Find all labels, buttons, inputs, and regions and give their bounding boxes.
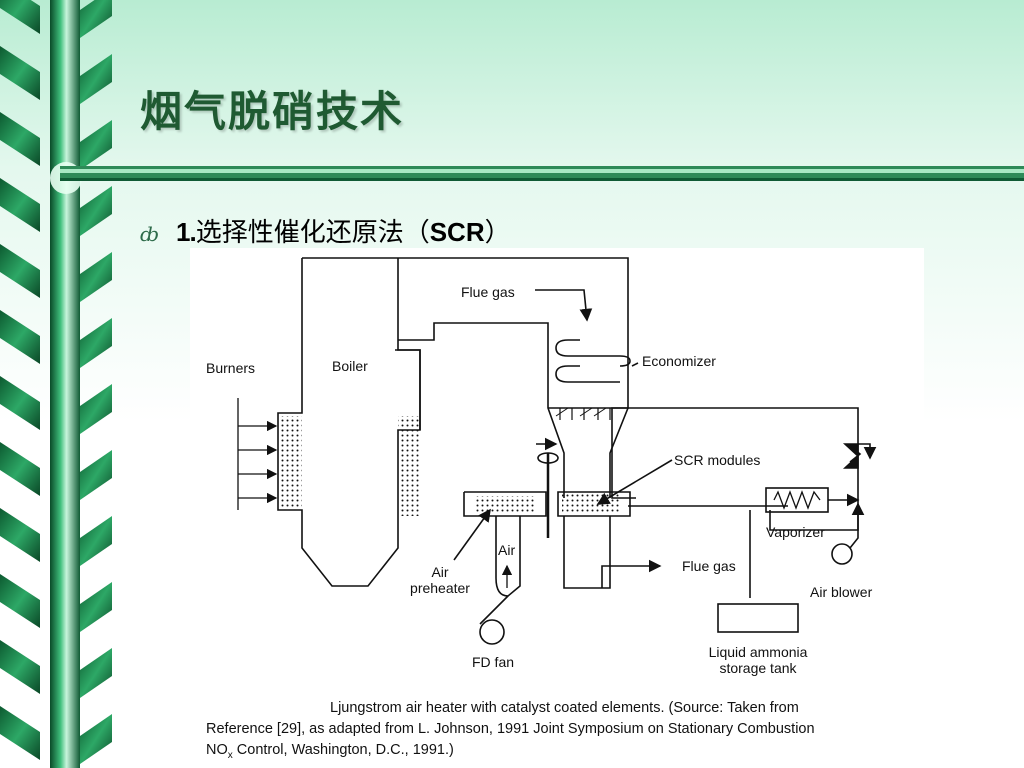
scr-process-diagram: Flue gas Burners Boiler Economizer SCR m… <box>190 248 924 768</box>
label-economizer: Economizer <box>642 353 716 369</box>
chain-link <box>0 574 40 628</box>
script-b-bullet-icon: ȸ <box>140 222 160 246</box>
chain-border-decoration <box>0 0 112 768</box>
economizer-coil <box>555 339 631 383</box>
chain-link <box>0 112 40 166</box>
chain-link <box>80 186 112 236</box>
caption-line-2: Reference [29], as adapted from L. Johns… <box>206 721 815 737</box>
label-flue-gas-out: Flue gas <box>682 558 736 574</box>
label-air-preheater: Air preheater <box>400 564 480 596</box>
chain-link <box>0 640 40 694</box>
bullet-item: ȸ 1.选择性催化还原法（SCR） <box>140 212 511 249</box>
chain-link <box>80 582 112 632</box>
chain-link <box>0 310 40 364</box>
label-vaporizer: Vaporizer <box>766 524 825 540</box>
chain-link <box>0 178 40 232</box>
chain-link <box>80 516 112 566</box>
burner-bank <box>278 416 302 510</box>
chain-link <box>0 46 40 100</box>
chain-link <box>80 120 112 170</box>
label-air: Air <box>498 542 516 558</box>
label-burners: Burners <box>206 360 256 376</box>
caption-nox-subscript: x <box>227 749 233 761</box>
label-tank-line1: Liquid ammonia <box>708 644 808 660</box>
chain-link <box>80 54 112 104</box>
bullet-abbr: SCR <box>429 217 485 247</box>
chain-link <box>0 706 40 760</box>
bullet-text: 选择性催化还原法（ <box>195 218 430 248</box>
chain-link <box>80 384 112 434</box>
caption-nox: NO <box>206 742 228 758</box>
boiler-tubes <box>398 416 420 516</box>
chain-link <box>80 648 112 698</box>
chain-link <box>0 442 40 496</box>
label-tank: Liquid ammonia storage tank <box>690 644 826 676</box>
bullet-number: 1. <box>176 217 197 247</box>
label-air-preheater-line1: Air <box>431 564 449 580</box>
label-tank-line2: storage tank <box>719 660 797 676</box>
chain-link <box>0 244 40 298</box>
vaporizer <box>765 487 829 513</box>
chain-link <box>80 252 112 302</box>
air-blower <box>831 543 853 565</box>
chain-link <box>80 714 112 764</box>
chain-link <box>80 0 112 38</box>
caption-line-3: NOx Control, Washington, D.C., 1991.) <box>206 740 922 766</box>
fd-fan <box>479 619 505 645</box>
chain-link <box>80 318 112 368</box>
label-scr-modules: SCR modules <box>674 452 761 468</box>
caption-line-1: Ljungstrom air heater with catalyst coat… <box>330 700 799 716</box>
label-fd-fan: FD fan <box>472 654 515 670</box>
label-air-blower: Air blower <box>810 584 873 600</box>
label-boiler: Boiler <box>332 358 368 374</box>
chain-link <box>0 508 40 562</box>
bullet-close: ） <box>484 218 511 248</box>
chain-link <box>0 0 40 34</box>
title-divider <box>60 166 1024 181</box>
ammonia-storage-tank <box>717 603 799 633</box>
chain-link <box>0 376 40 430</box>
label-air-preheater-line2: preheater <box>410 580 470 596</box>
figure-caption: Ljungstrom air heater with catalyst coat… <box>206 698 922 766</box>
caption-line-3-rest: Control, Washington, D.C., 1991.) <box>232 742 454 758</box>
chain-link <box>80 450 112 500</box>
air-preheater-left <box>476 496 534 514</box>
label-flue-gas-top: Flue gas <box>461 284 515 300</box>
slide-title: 烟气脱硝技术 <box>140 87 405 136</box>
